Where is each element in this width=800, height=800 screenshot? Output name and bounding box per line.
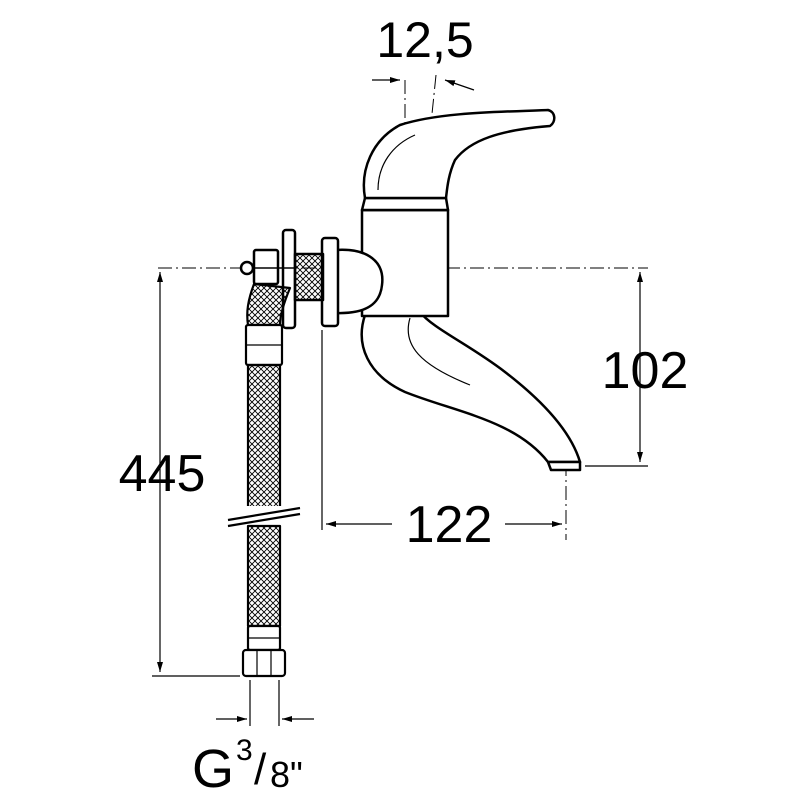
wall-flange — [320, 236, 340, 328]
hose-break-line-2 — [227, 512, 301, 528]
dim-12-5-right-arrow — [444, 79, 475, 91]
dim-label-connection-slash: / — [254, 745, 267, 794]
hose-break-line-1 — [227, 506, 301, 522]
hose-braid-lower — [246, 524, 282, 628]
wall-plate — [281, 228, 297, 330]
body-cap — [360, 196, 450, 212]
hose-braid-upper — [246, 363, 282, 517]
wall-escutcheon — [334, 248, 384, 315]
threaded-connector — [293, 252, 325, 302]
dim-label-connection-denominator: 8" — [270, 754, 303, 795]
dim-label-102: 102 — [602, 342, 689, 400]
dim-label-12-5: 12,5 — [376, 12, 473, 68]
spout-inner-edge — [407, 317, 471, 386]
lever-handle-highlight — [377, 134, 416, 191]
dimension-labels: 12,5 102 122 445 G 3 / 8" — [119, 12, 689, 799]
dim-label-445: 445 — [119, 445, 206, 503]
faucet — [239, 108, 582, 472]
flex-hose — [227, 282, 301, 678]
dim-label-122: 122 — [406, 496, 493, 554]
lever-handle — [362, 108, 556, 200]
dim-label-connection-prefix: G — [192, 739, 234, 799]
hose-end-nut — [241, 648, 287, 678]
spout-tip — [546, 460, 582, 472]
connector-bolt-head — [239, 260, 255, 276]
spout — [360, 310, 582, 464]
connector-nut — [252, 248, 280, 286]
dimension-lines — [152, 77, 648, 726]
dim-label-connection-numerator: 3 — [236, 734, 253, 767]
